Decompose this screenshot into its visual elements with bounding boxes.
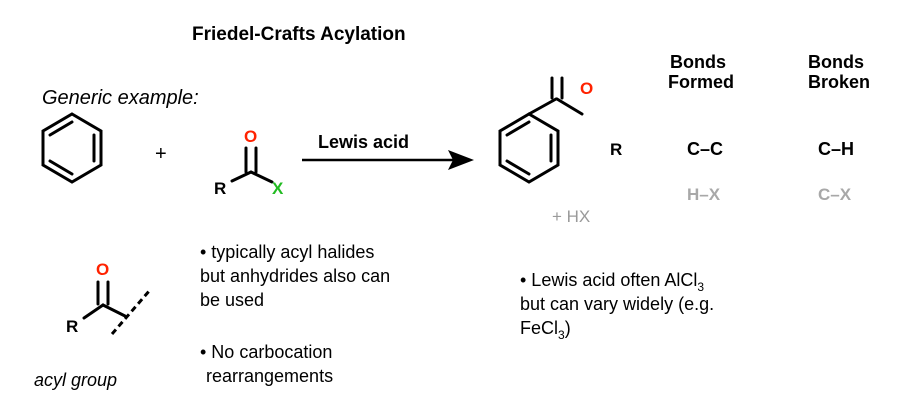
note-lewis-acid: • Lewis acid often AlCl3 but can vary wi… <box>520 270 714 342</box>
acyl-halide-oxygen: O <box>244 127 257 146</box>
plus-sign: + <box>155 143 167 165</box>
note-acyl-halides-line1: • typically acyl halides <box>200 242 374 262</box>
acyl-halide-leaving-group: X <box>272 179 284 198</box>
bond-broken-cx: C–X <box>818 185 852 204</box>
bond-formed-cc: C–C <box>687 139 723 159</box>
note-acyl-halides: • typically acyl halides but anhydrides … <box>200 242 390 310</box>
bond-broken-ch: C–H <box>818 139 854 159</box>
note-lewis-acid-line3-tail: ) <box>565 318 571 338</box>
byproduct-label: + HX <box>552 207 590 226</box>
note-lewis-acid-line1: • Lewis acid often AlCl3 <box>520 270 704 294</box>
benzene-ring <box>41 112 103 184</box>
diagram-title: Friedel-Crafts Acylation <box>192 24 406 45</box>
product-r-group: R <box>610 140 622 159</box>
acyl-group-molecule: O R <box>66 260 152 336</box>
note-carbocation-line2: rearrangements <box>206 366 333 386</box>
note-acyl-halides-line3: be used <box>200 290 264 310</box>
bonds-broken-column: Bonds Broken C–H C–X <box>808 52 870 204</box>
reagent-label: Lewis acid <box>318 132 409 152</box>
note-lewis-acid-line3: FeCl3) <box>520 318 571 342</box>
generic-example-label: Generic example: <box>42 87 199 109</box>
note-lewis-acid-line1-text: • Lewis acid often AlCl <box>520 270 697 290</box>
note-lewis-acid-line2: but can vary widely (e.g. <box>520 294 714 314</box>
note-lewis-acid-line1-subscript: 3 <box>697 280 704 294</box>
note-carbocation-line1: • No carbocation <box>200 342 332 362</box>
acyl-group-r-group: R <box>66 317 78 336</box>
acyl-group-caption: acyl group <box>34 370 117 390</box>
product-oxygen: O <box>580 79 593 98</box>
reaction-arrow <box>302 150 474 170</box>
acyl-halide-molecule: O R X <box>214 127 284 198</box>
bonds-broken-header-line1: Bonds <box>808 52 864 72</box>
bonds-broken-header-line2: Broken <box>808 72 870 92</box>
bonds-formed-header-line1: Bonds <box>670 52 726 72</box>
note-lewis-acid-line3-subscript: 3 <box>558 328 565 342</box>
note-carbocation: • No carbocation rearrangements <box>200 342 333 386</box>
bonds-formed-header-line2: Formed <box>668 72 734 92</box>
acyl-halide-r-group: R <box>214 179 226 198</box>
product-molecule: O R <box>498 76 622 184</box>
acyl-group-oxygen: O <box>96 260 109 279</box>
bonds-formed-column: Bonds Formed C–C H–X <box>668 52 734 204</box>
note-lewis-acid-line3-text: FeCl <box>520 318 558 338</box>
bond-formed-hx: H–X <box>687 185 721 204</box>
note-acyl-halides-line2: but anhydrides also can <box>200 266 390 286</box>
